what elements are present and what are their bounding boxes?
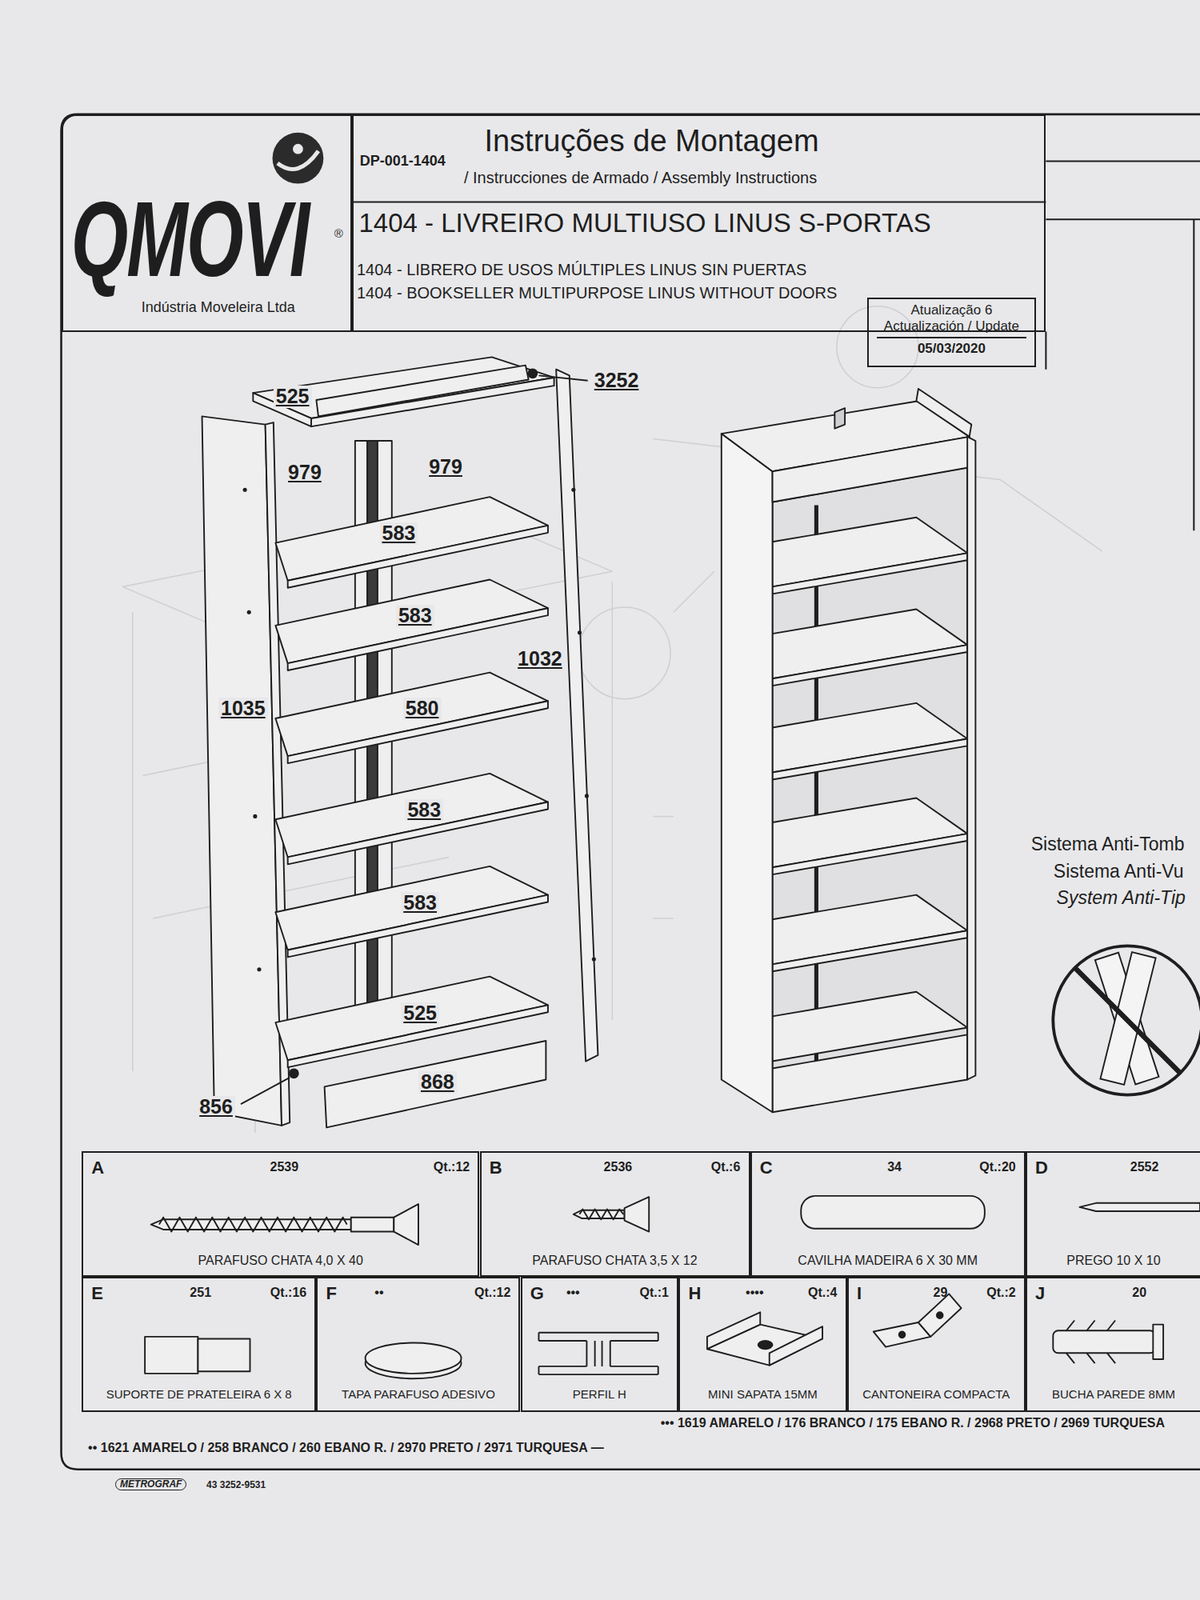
hardware-drawings [144, 1196, 1200, 1379]
part-letter: H [688, 1283, 701, 1304]
dimension-label: 979 [426, 456, 465, 479]
exploded-view [202, 356, 599, 1128]
warning-text: Sistema Anti-Vu [1051, 861, 1187, 882]
color-code-note: ••• 1619 AMARELO / 176 BRANCO / 175 EBAN… [658, 1416, 1168, 1431]
dimension-label: 580 [403, 697, 442, 720]
show-through-lines [122, 306, 1102, 1133]
part-letter: F [326, 1283, 337, 1304]
part-quantity: Qt.:6 [711, 1160, 740, 1175]
dimension-label: 3252 [592, 369, 642, 392]
dimension-label: 583 [400, 892, 440, 915]
color-code-note: •• 1621 AMARELO / 258 BRANCO / 260 EBANO… [85, 1440, 607, 1456]
part-code: •••• [745, 1285, 764, 1300]
part-name: CANTONEIRA COMPACTA [848, 1387, 1024, 1401]
dimension-label: 979 [285, 461, 324, 484]
part-name: TAPA PARAFUSO ADESIVO [317, 1387, 519, 1401]
dimension-label: 856 [196, 1096, 236, 1119]
part-letter: C [760, 1157, 773, 1178]
part-code: 29 [933, 1285, 948, 1300]
part-cell: D 2552PREGO 10 X 10 [1025, 1151, 1200, 1277]
printer-credit: METROGRAF [115, 1478, 187, 1491]
part-quantity: Qt.:20 [979, 1160, 1016, 1175]
company-name: Indústria Moveleira Ltda [141, 299, 296, 316]
part-name: PREGO 10 X 10 [1027, 1253, 1200, 1268]
brand-globe [272, 132, 324, 184]
part-cell: A 2539 Qt.:12PARAFUSO CHATA 4,0 X 40 [81, 1151, 480, 1277]
part-letter: A [91, 1157, 104, 1178]
dimension-label: 1032 [515, 648, 565, 671]
sheet-heading: Instruções de Montagem [484, 124, 819, 160]
part-code: 251 [189, 1285, 212, 1300]
warning-text: System Anti-Tip [1054, 888, 1188, 908]
warning-text: Sistema Anti-Tomb [1028, 834, 1188, 855]
part-code: 20 [1132, 1285, 1147, 1300]
part-code: 2539 [270, 1160, 300, 1175]
part-code: 34 [887, 1160, 902, 1175]
part-name: CAVILHA MADEIRA 6 X 30 MM [752, 1253, 1024, 1268]
part-letter: J [1035, 1283, 1045, 1304]
part-letter: D [1035, 1157, 1048, 1178]
dimension-label: 583 [380, 522, 419, 545]
dimension-label: 1035 [218, 697, 268, 720]
part-quantity: Qt.:16 [270, 1285, 307, 1300]
part-cell: H •••• Qt.:4MINI SAPATA 15MM [678, 1276, 848, 1413]
dimension-label: 868 [418, 1071, 457, 1094]
part-quantity: Qt.:1 [640, 1285, 669, 1300]
part-cell: F •• Qt.:12TAPA PARAFUSO ADESIVO [316, 1276, 520, 1413]
part-cell: B 2536 Qt.:6PARAFUSO CHATA 3,5 X 12 [480, 1151, 751, 1277]
part-name: PARAFUSO CHATA 4,0 X 40 [83, 1253, 478, 1268]
brand-logo: QMOVI [71, 185, 309, 292]
dimension-label: 583 [396, 604, 435, 628]
document-code: DP-001-1404 [360, 152, 446, 170]
part-cell: I 29 Qt.:2CANTONEIRA COMPACTA [847, 1276, 1026, 1413]
part-quantity: Qt.:4 [808, 1285, 837, 1300]
revision-note: Atualização 6 Actualización / Update [876, 302, 1027, 334]
part-letter: G [530, 1283, 544, 1304]
registered-mark: ® [334, 226, 344, 240]
product-title: 1404 - BOOKSELLER MULTIPURPOSE LINUS WIT… [356, 284, 838, 303]
revision-date: 05/03/2020 [876, 336, 1027, 357]
part-quantity: Qt.:12 [474, 1285, 511, 1300]
part-quantity: Qt.:12 [433, 1160, 470, 1175]
part-code: •• [374, 1285, 384, 1300]
part-code: 2536 [604, 1160, 633, 1175]
part-cell: J 20BUCHA PAREDE 8MM [1025, 1276, 1200, 1413]
dimension-label: 583 [404, 799, 444, 822]
update-box: Atualização 6 Actualización / Update05/0… [867, 297, 1036, 368]
sheet-subheading: / Instrucciones de Armado / Assembly Ins… [464, 168, 817, 188]
dimension-label: 525 [273, 385, 312, 408]
part-name: PERFIL H [522, 1387, 678, 1401]
part-letter: B [489, 1157, 503, 1178]
part-cell: E 251 Qt.:16SUPORTE DE PRATELEIRA 6 X 8 [81, 1276, 316, 1413]
dimension-label: 525 [400, 1002, 440, 1025]
part-letter: I [856, 1283, 862, 1304]
anti-tip-symbol [1052, 945, 1200, 1095]
assembled-view [721, 388, 976, 1112]
part-letter: E [91, 1283, 104, 1304]
part-quantity: Qt.:2 [986, 1285, 1016, 1300]
part-name: BUCHA PAREDE 8MM [1027, 1387, 1200, 1401]
part-name: SUPORTE DE PRATELEIRA 6 X 8 [83, 1387, 315, 1401]
logo-cell: QMOVI ® Indústria Moveleira Ltda [61, 114, 353, 332]
part-code: ••• [566, 1285, 580, 1300]
part-name: MINI SAPATA 15MM [680, 1387, 846, 1401]
part-code: 2552 [1130, 1160, 1160, 1175]
printer-credit: 43 3252-9531 [204, 1480, 268, 1491]
sheet-frame [61, 114, 1200, 1470]
product-title: 1404 - LIBRERO DE USOS MÚLTIPLES LINUS S… [356, 260, 807, 280]
part-cell: G ••• Qt.:1PERFIL H [520, 1276, 680, 1413]
product-title: 1404 - LIVREIRO MULTIUSO LINUS S-PORTAS [358, 208, 931, 239]
part-name: PARAFUSO CHATA 3,5 X 12 [481, 1253, 749, 1268]
part-cell: C 34 Qt.:20CAVILHA MADEIRA 6 X 30 MM [750, 1151, 1026, 1277]
